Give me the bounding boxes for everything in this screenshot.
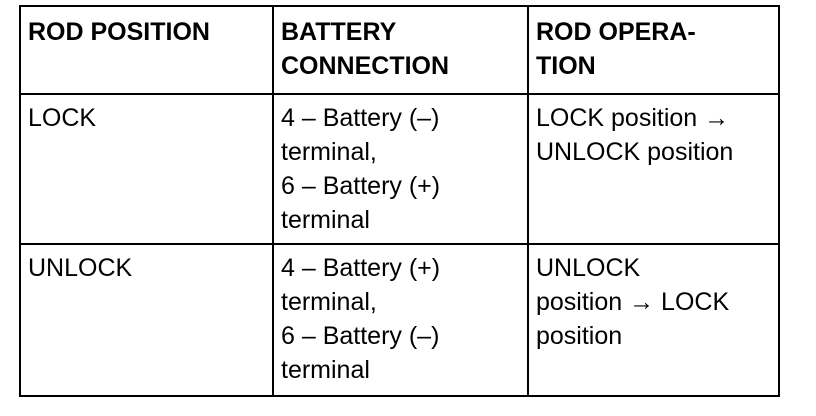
cell-battery-connection: 4 – Battery (–) terminal, 6 – Battery (+…	[272, 93, 529, 245]
rod-operation-table: ROD POSITION BATTERY CONNECTION ROD OPER…	[19, 5, 780, 397]
cell-rod-operation: LOCK position → UNLOCK position	[527, 93, 780, 245]
table-header: ROD POSITION BATTERY CONNECTION ROD OPER…	[19, 5, 780, 95]
header-rod-position: ROD POSITION	[19, 5, 274, 95]
table-row: LOCK 4 – Battery (–) terminal, 6 – Batte…	[19, 93, 780, 245]
header-rod-operation: ROD OPERA- TION	[527, 5, 780, 95]
table-row: UNLOCK 4 – Battery (+) terminal, 6 – Bat…	[19, 243, 780, 397]
table-body: LOCK 4 – Battery (–) terminal, 6 – Batte…	[19, 93, 780, 397]
cell-battery-connection: 4 – Battery (+) terminal, 6 – Battery (–…	[272, 243, 529, 397]
header-row: ROD POSITION BATTERY CONNECTION ROD OPER…	[19, 5, 780, 95]
cell-rod-position: LOCK	[19, 93, 274, 245]
cell-rod-position: UNLOCK	[19, 243, 274, 397]
header-battery-connection: BATTERY CONNECTION	[272, 5, 529, 95]
cell-rod-operation: UNLOCK position → LOCK position	[527, 243, 780, 397]
